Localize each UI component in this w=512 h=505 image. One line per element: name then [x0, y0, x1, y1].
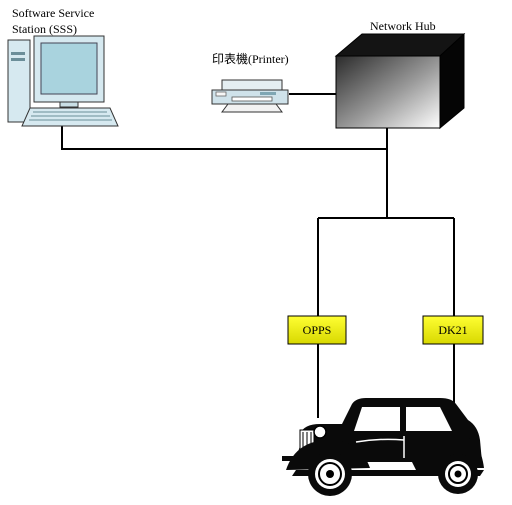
printer-icon: [211, 79, 289, 113]
car-icon: [282, 398, 484, 496]
opps-module: [287, 315, 347, 345]
opps-label: OPPS: [302, 322, 332, 337]
sss-label-line2: Station (SSS): [12, 22, 78, 36]
printer-label: 印表機(Printer): [212, 52, 289, 66]
dk21-label: DK21: [438, 322, 468, 337]
network-hub-icon: [334, 32, 466, 130]
dk21-module: [422, 315, 484, 345]
line-sss-to-bus: [61, 126, 387, 150]
hub-label: Network Hub: [370, 19, 436, 33]
computer-icon: [7, 35, 119, 127]
connection-lines: [61, 93, 455, 418]
sss-label-line1: Software Service: [12, 6, 95, 20]
